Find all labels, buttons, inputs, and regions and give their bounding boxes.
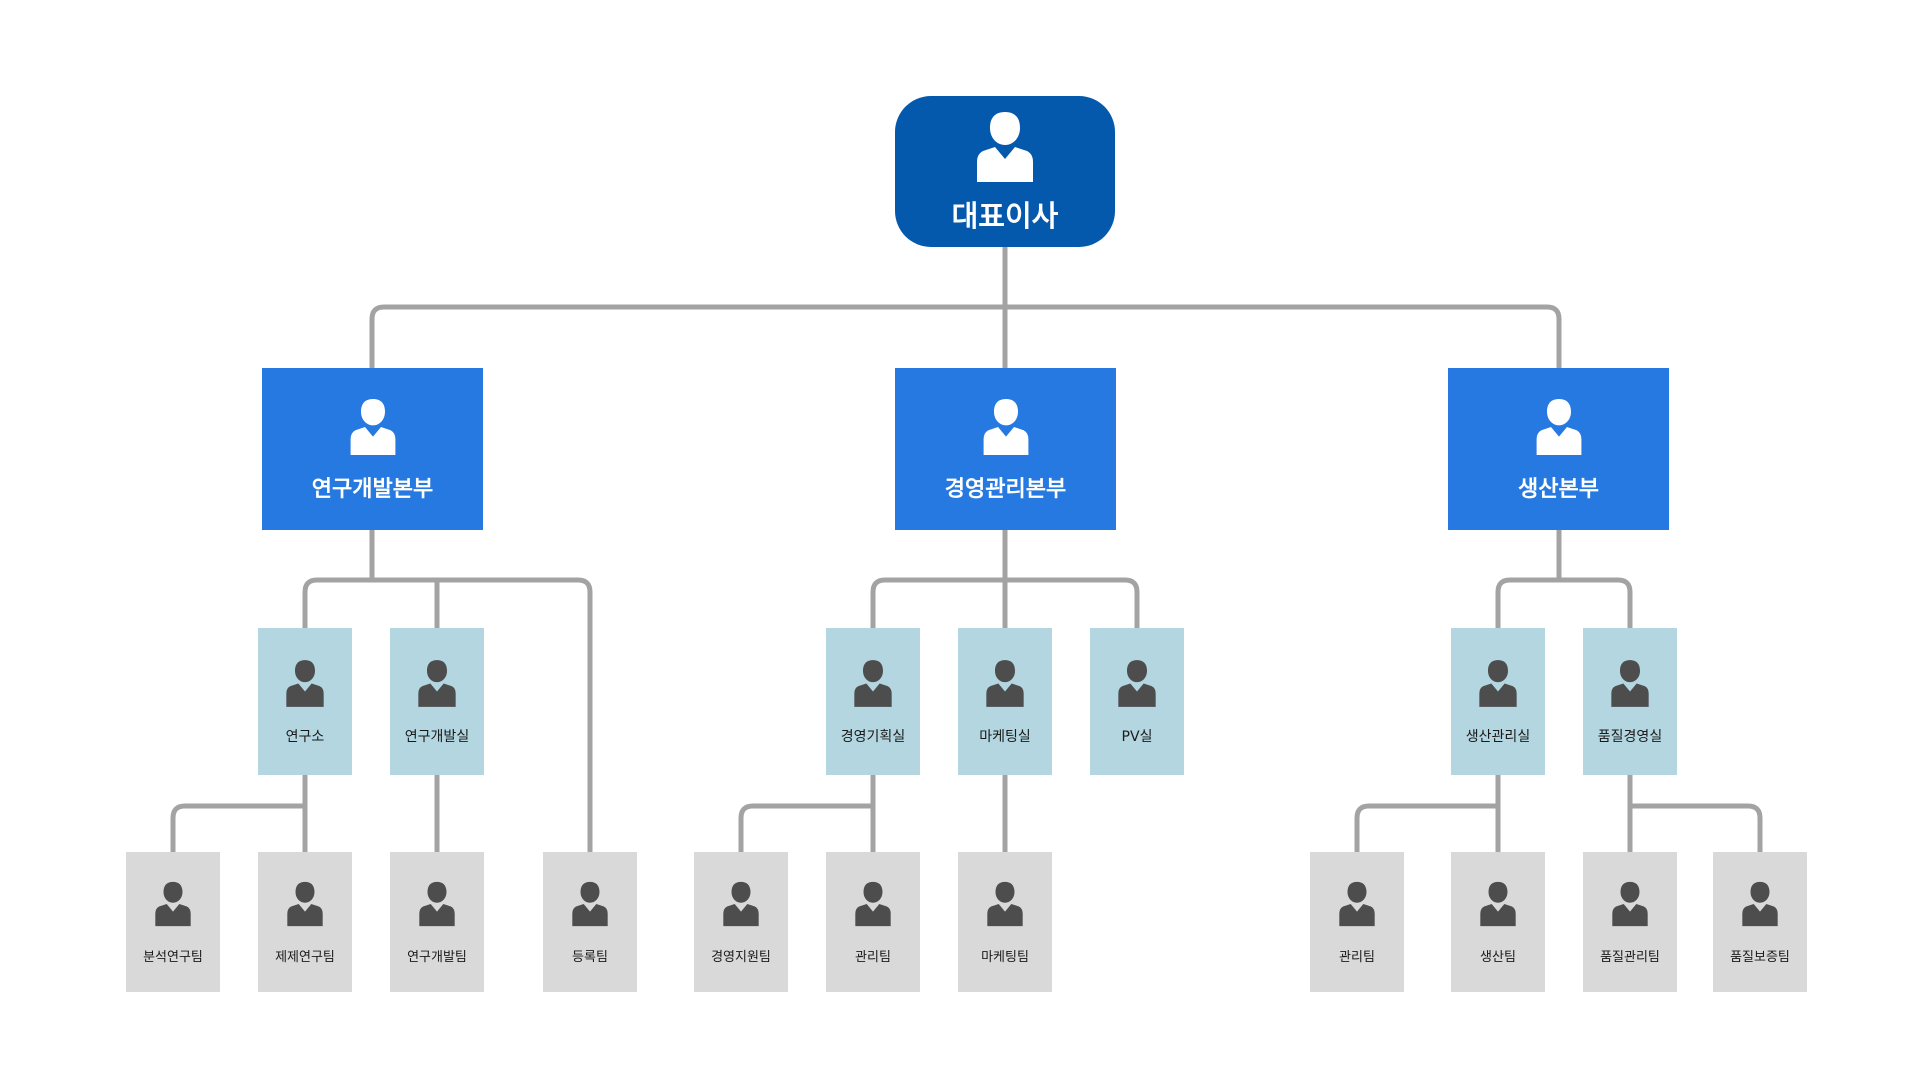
person-icon bbox=[350, 399, 395, 455]
node-team-quality-control: 품질관리팀 bbox=[1583, 852, 1677, 992]
node-label: 품질보증팀 bbox=[1730, 949, 1790, 965]
person-icon bbox=[287, 881, 323, 926]
person-icon bbox=[986, 660, 1024, 707]
node-label: 경영관리본부 bbox=[944, 477, 1067, 502]
connector-planning-teams bbox=[738, 775, 876, 852]
node-label: 연구개발실 bbox=[404, 729, 470, 745]
node-label: 생산팀 bbox=[1480, 949, 1516, 965]
person-icon bbox=[983, 399, 1028, 455]
node-label: 제제연구팀 bbox=[275, 949, 335, 965]
node-team-quality-assurance: 품질보증팀 bbox=[1713, 852, 1807, 992]
person-icon bbox=[418, 660, 456, 707]
node-dept-planning: 경영기획실 bbox=[826, 628, 920, 775]
node-team-formulation-research: 제제연구팀 bbox=[258, 852, 352, 992]
node-dept-research-lab: 연구소 bbox=[258, 628, 352, 775]
node-team-admin: 관리팀 bbox=[826, 852, 920, 992]
person-icon bbox=[855, 881, 891, 926]
node-dept-production-mgmt: 생산관리실 bbox=[1451, 628, 1545, 775]
node-team-registration: 등록팀 bbox=[543, 852, 637, 992]
node-label: 생산본부 bbox=[1518, 477, 1599, 502]
node-team-business-support: 경영지원팀 bbox=[694, 852, 788, 992]
node-label: 대표이사 bbox=[951, 198, 1059, 233]
node-team-production-admin: 관리팀 bbox=[1310, 852, 1404, 992]
person-icon bbox=[1118, 660, 1156, 707]
node-label: 경영지원팀 bbox=[711, 949, 771, 965]
person-icon bbox=[1612, 881, 1648, 926]
node-team-rnd: 연구개발팀 bbox=[390, 852, 484, 992]
node-label: 등록팀 bbox=[572, 949, 608, 965]
person-icon bbox=[572, 881, 608, 926]
node-division-rnd: 연구개발본부 bbox=[262, 368, 483, 530]
person-icon bbox=[286, 660, 324, 707]
person-icon bbox=[1339, 881, 1375, 926]
node-team-analysis-research: 분석연구팀 bbox=[126, 852, 220, 992]
person-icon bbox=[1479, 660, 1517, 707]
person-icon bbox=[155, 881, 191, 926]
person-icon bbox=[723, 881, 759, 926]
node-dept-pv: PV실 bbox=[1090, 628, 1184, 775]
person-icon bbox=[987, 881, 1023, 926]
node-label: 연구개발본부 bbox=[311, 477, 434, 502]
connector-mgmt-bus bbox=[870, 530, 1140, 628]
node-division-management: 경영관리본부 bbox=[895, 368, 1116, 530]
node-label: 관리팀 bbox=[855, 949, 891, 965]
node-dept-marketing: 마케팅실 bbox=[958, 628, 1052, 775]
node-dept-quality-mgmt: 품질경영실 bbox=[1583, 628, 1677, 775]
connector-rnd-bus bbox=[302, 530, 593, 852]
node-dept-rnd-office: 연구개발실 bbox=[390, 628, 484, 775]
person-icon bbox=[1536, 399, 1581, 455]
node-team-production: 생산팀 bbox=[1451, 852, 1545, 992]
node-label: 마케팅실 bbox=[979, 729, 1031, 745]
node-team-marketing: 마케팅팀 bbox=[958, 852, 1052, 992]
connector-quality-teams bbox=[1627, 775, 1763, 852]
person-icon bbox=[854, 660, 892, 707]
person-icon bbox=[977, 111, 1033, 182]
node-label: 품질경영실 bbox=[1597, 729, 1663, 745]
connector-prod-mgmt-teams bbox=[1354, 775, 1501, 852]
person-icon bbox=[1611, 660, 1649, 707]
connector-prod-bus bbox=[1495, 530, 1633, 628]
node-label: 품질관리팀 bbox=[1600, 949, 1660, 965]
node-ceo: 대표이사 bbox=[895, 96, 1115, 247]
node-label: 분석연구팀 bbox=[143, 949, 203, 965]
node-division-production: 생산본부 bbox=[1448, 368, 1669, 530]
connector-lab-teams bbox=[170, 775, 308, 852]
connector-root-bus bbox=[369, 247, 1562, 368]
node-label: 생산관리실 bbox=[1465, 729, 1531, 745]
node-label: 관리팀 bbox=[1339, 949, 1375, 965]
node-label: 연구소 bbox=[285, 729, 325, 745]
person-icon bbox=[1742, 881, 1778, 926]
person-icon bbox=[1480, 881, 1516, 926]
node-label: 마케팅팀 bbox=[981, 949, 1029, 965]
node-label: PV실 bbox=[1121, 729, 1153, 745]
node-label: 연구개발팀 bbox=[407, 949, 467, 965]
person-icon bbox=[419, 881, 455, 926]
node-label: 경영기획실 bbox=[840, 729, 906, 745]
